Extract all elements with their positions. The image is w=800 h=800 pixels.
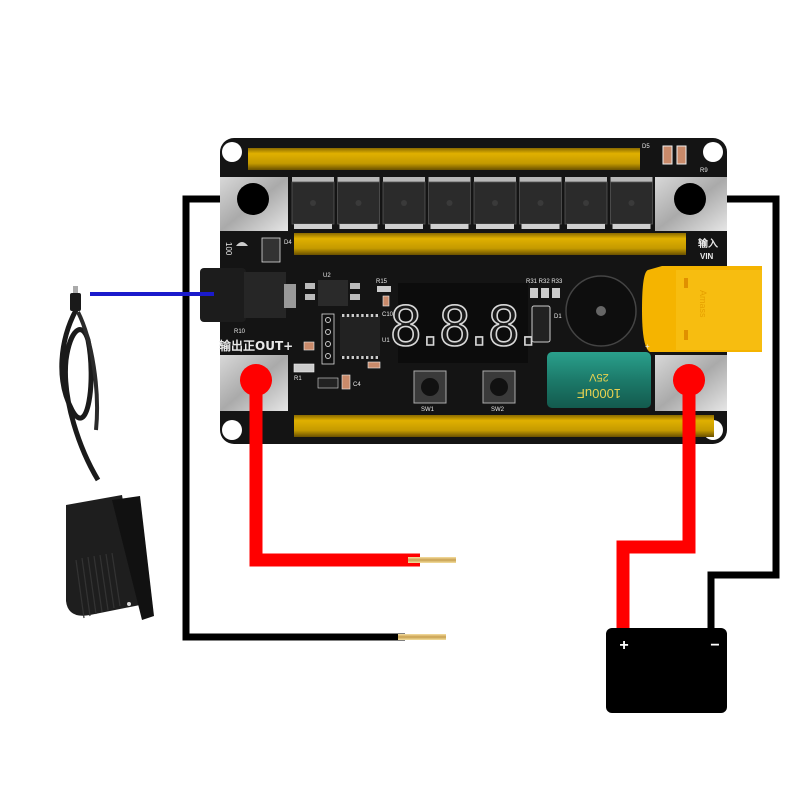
positive-terminal-output xyxy=(240,364,272,396)
mosfet xyxy=(564,177,608,229)
label-d5: D5 xyxy=(642,144,650,150)
ic-pin xyxy=(375,356,378,359)
label-d4: D4 xyxy=(284,240,292,246)
resistor xyxy=(676,145,687,165)
mosfet-row xyxy=(291,177,653,229)
copper-bar-top xyxy=(248,148,640,170)
ic-pin xyxy=(351,314,354,317)
label-c10: C10 xyxy=(382,312,394,318)
microcontroller-u1 xyxy=(340,316,380,356)
diode-d1 xyxy=(531,305,551,343)
mosfet xyxy=(610,177,653,229)
positive-wire-output xyxy=(249,380,420,567)
label-sw1: SW1 xyxy=(421,407,435,413)
label-u1: U1 xyxy=(382,338,390,344)
positive-terminal-input xyxy=(673,364,705,396)
ic-pin xyxy=(361,356,364,359)
battery-negative-symbol: − xyxy=(710,637,719,654)
copper-bar-bottom xyxy=(294,415,714,437)
negative-wire-left xyxy=(182,195,405,641)
label-d1: D1 xyxy=(554,314,562,320)
label-r1: R1 xyxy=(294,376,302,382)
ic-pin xyxy=(370,356,374,359)
seven-segment-display xyxy=(398,283,528,363)
ic-pin xyxy=(346,314,350,317)
capacitor-label-top: 25V xyxy=(589,371,609,383)
ic-pin xyxy=(370,314,374,317)
negative-terminal-right xyxy=(674,183,706,215)
label-r31-r33: R31 R32 R33 xyxy=(526,279,563,285)
label-r10: R10 xyxy=(234,329,246,335)
label-sw2: SW2 xyxy=(491,407,505,413)
connector-brand: Amass xyxy=(698,290,708,318)
positive-wire-battery xyxy=(616,380,696,640)
resistor xyxy=(662,145,673,165)
negative-wire-right xyxy=(690,195,780,640)
label-side-code: 100 xyxy=(224,242,233,256)
electrolytic-capacitor: 25V 1000uF xyxy=(547,352,651,408)
foot-pedal-switch[interactable] xyxy=(59,286,154,620)
label-input: 输入 xyxy=(698,237,718,250)
pcb-board: D5 R9 输入 VIN 100 D4 R10 输出正OUT+ U2 R15 C… xyxy=(200,138,762,444)
welding-pen-negative xyxy=(398,634,446,640)
mosfet xyxy=(473,177,517,229)
negative-terminal-left xyxy=(237,183,269,215)
ic-pin xyxy=(356,356,359,359)
mounting-hole xyxy=(222,142,242,162)
button-sw2[interactable] xyxy=(482,370,516,404)
button-sw1[interactable] xyxy=(413,370,447,404)
battery: + − xyxy=(606,628,727,713)
xt60-input-connector: Amass xyxy=(642,266,762,352)
label-r9: R9 xyxy=(700,168,708,174)
capacitor-label: 1000uF xyxy=(577,386,621,401)
pin-header xyxy=(321,313,335,365)
mosfet xyxy=(291,177,335,229)
ic-pin xyxy=(342,314,345,317)
label-vin: VIN xyxy=(700,252,714,261)
ic-pin xyxy=(356,314,359,317)
mounting-hole xyxy=(703,142,723,162)
ic-pin xyxy=(346,356,350,359)
ic-pin xyxy=(366,314,369,317)
label-plus: + xyxy=(645,342,650,351)
mosfet xyxy=(337,177,380,229)
label-r15: R15 xyxy=(376,279,388,285)
label-u2: U2 xyxy=(323,273,331,279)
ic-pin xyxy=(375,314,378,317)
ic-pin xyxy=(361,314,364,317)
mosfet xyxy=(428,177,471,229)
mosfet xyxy=(519,177,562,229)
label-c4: C4 xyxy=(353,382,361,388)
ic-pin xyxy=(351,356,354,359)
label-output-positive: 输出正OUT+ xyxy=(219,338,293,353)
dc-jack xyxy=(200,268,296,322)
regulator-u2 xyxy=(318,280,348,306)
copper-bar-middle xyxy=(294,233,686,255)
battery-positive-symbol: + xyxy=(619,637,628,654)
mosfet xyxy=(382,177,426,229)
ic-pin xyxy=(342,356,345,359)
welding-pen-positive xyxy=(408,557,456,563)
ic-pin xyxy=(366,356,369,359)
mounting-hole xyxy=(222,420,242,440)
display-digits: 8.8.8. xyxy=(389,295,536,358)
